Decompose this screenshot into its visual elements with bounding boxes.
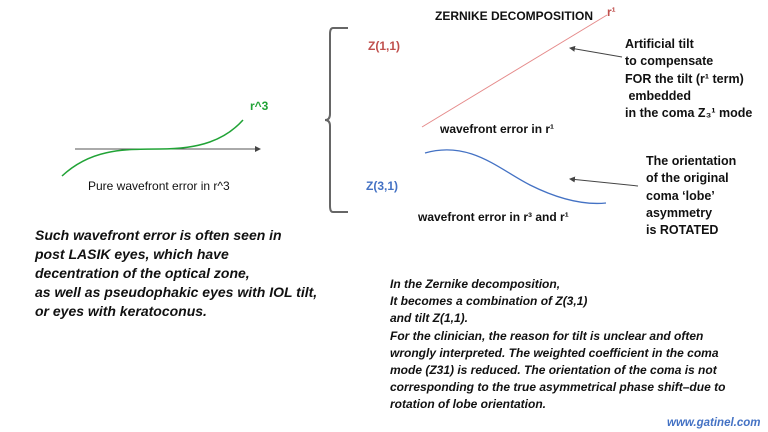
footer-link[interactable]: www.gatinel.com: [667, 417, 761, 429]
note-line: Artificial tilt: [625, 37, 694, 51]
diagram-title: ZERNIKE DECOMPOSITION: [435, 9, 594, 23]
tilt-line: [421, 14, 608, 128]
paragraph-line: and tilt Z(1,1).: [390, 311, 468, 326]
paragraph-line: post LASIK eyes, which have: [35, 246, 229, 262]
tilt-note: Artificial tilt to compensate FOR the ti…: [625, 36, 752, 122]
orientation-note-arrow: [569, 176, 639, 187]
note-line: The orientation: [646, 154, 737, 168]
r3-curve: [61, 119, 244, 177]
left-paragraph: Such wavefront error is often seen in po…: [35, 226, 317, 321]
paragraph-line: mode (Z31) is reduced. The orientation o…: [390, 363, 717, 378]
r1-label: r¹: [607, 5, 616, 19]
note-line: FOR the tilt (r¹ term): [625, 71, 744, 86]
r3r1-caption: wavefront error in r³ and r¹: [418, 210, 569, 224]
paragraph-line: decentration of the optical zone,: [35, 265, 250, 281]
z31-label: Z(3,1): [366, 179, 399, 193]
paragraph-line: For the clinician, the reason for tilt i…: [390, 328, 704, 343]
paragraph-line: It becomes a combination of Z(3,1): [390, 294, 588, 309]
note-line: is ROTATED: [646, 223, 719, 238]
z11-label: Z(1,1): [368, 39, 401, 53]
paragraph-line: wrongly interpreted. The weighted coeffi…: [390, 345, 719, 360]
paragraph-line: Such wavefront error is often seen in: [35, 227, 282, 243]
note-line: to compensate: [625, 54, 714, 69]
coma-curve: [424, 149, 607, 205]
r1-caption: wavefront error in r¹: [440, 122, 555, 136]
note-line: of the original: [646, 171, 729, 186]
pure-caption: Pure wavefront error in r^3: [88, 179, 230, 193]
right-paragraph: In the Zernike decomposition, It becomes…: [390, 276, 725, 414]
note-line: in the coma Z₃¹ mode: [625, 106, 753, 121]
paragraph-line: or eyes with keratoconus.: [35, 303, 207, 319]
paragraph-line: corresponding to the true asymmetrical p…: [390, 380, 726, 395]
orientation-note: The orientation of the original coma ‘lo…: [646, 153, 736, 239]
paragraph-line: as well as pseudophakic eyes with IOL ti…: [35, 284, 318, 300]
note-line: embedded: [625, 88, 691, 103]
note-line: asymmetry: [646, 205, 713, 220]
paragraph-line: In the Zernike decomposition,: [390, 277, 561, 291]
brace: [324, 27, 348, 213]
note-line: coma ‘lobe’: [646, 188, 715, 203]
r3-label: r^3: [250, 99, 269, 113]
paragraph-line: rotation of lobe orientation.: [390, 397, 546, 412]
tilt-note-arrow: [569, 45, 623, 58]
